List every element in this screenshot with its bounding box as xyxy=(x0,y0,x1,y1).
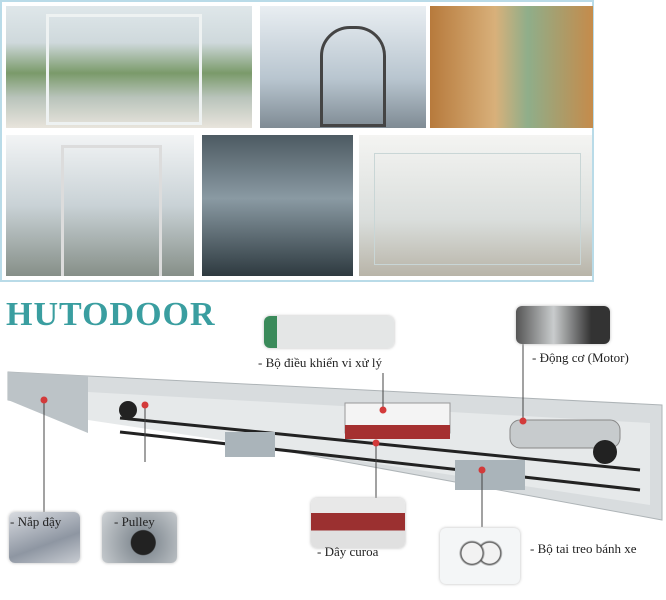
motor-cylinder xyxy=(509,419,621,449)
motor-fan xyxy=(593,440,617,464)
thumb-hanger xyxy=(440,528,520,584)
label-motor: - Động cơ (Motor) xyxy=(532,350,629,365)
thumb-motor xyxy=(516,306,610,344)
thumb-controller xyxy=(264,316,394,348)
thumb-belt xyxy=(311,498,405,548)
hanger-bracket-1 xyxy=(225,432,275,457)
photo-sliding-door-lobby xyxy=(6,6,252,128)
thumb-cover xyxy=(9,512,80,563)
hanger-bracket-2 xyxy=(455,460,525,490)
brand-title: HUTODOOR xyxy=(6,296,216,333)
controller-pcb xyxy=(345,425,450,439)
door-gallery-panel xyxy=(0,0,594,282)
end-cover xyxy=(8,372,88,433)
label-controller: - Bộ điều khiển vi xử lý xyxy=(258,355,383,370)
belt-lower xyxy=(119,430,641,492)
photo-revolving-door xyxy=(260,6,426,128)
photo-folding-wooden-door xyxy=(430,6,593,128)
marker-dots xyxy=(40,396,527,474)
pulley-wheel xyxy=(119,401,137,419)
photo-frameless-sliding-door xyxy=(359,135,592,276)
label-hanger: - Bộ tai treo bánh xe xyxy=(530,541,637,556)
photo-glass-entrance xyxy=(202,135,353,276)
photo-swing-glass-door xyxy=(6,135,194,276)
label-pulley: - Pulley xyxy=(114,514,155,529)
label-cover-text: - Nắp đậy xyxy=(10,514,62,529)
label-belt: - Dây curoa xyxy=(317,544,379,559)
belt xyxy=(119,416,641,472)
thumb-pulley xyxy=(102,512,177,563)
